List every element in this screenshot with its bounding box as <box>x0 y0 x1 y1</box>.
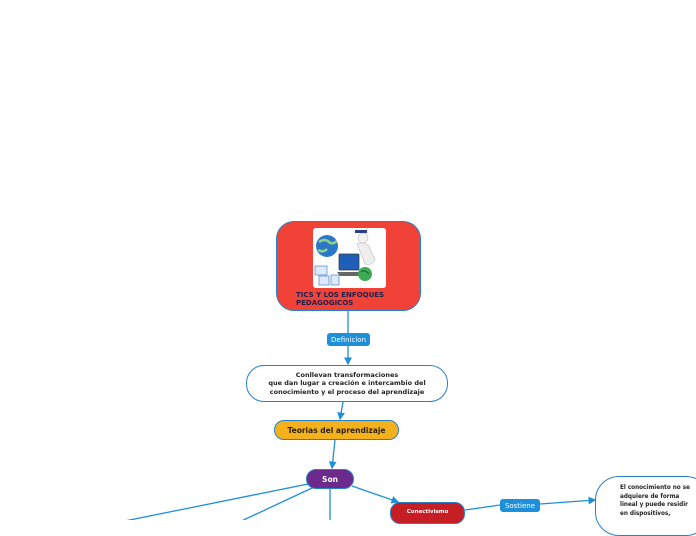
teorias-node[interactable]: Teorias del aprendizaje <box>274 420 399 440</box>
conocimiento-node[interactable]: El conocimiento no se adquiere de forma … <box>595 476 696 536</box>
connector-definition-teorias <box>337 401 345 421</box>
connector-son-mid-branch <box>242 487 313 520</box>
definition-node[interactable]: Conllevan transformaciones que dan lugar… <box>246 365 448 402</box>
connector-teorias-son <box>328 439 337 470</box>
connector-son-conectivismo <box>351 485 400 504</box>
connector-conectivismo-sostiene <box>464 504 501 511</box>
connector-layer <box>126 311 597 520</box>
edge-label-definicion[interactable]: Definicion <box>327 333 370 346</box>
globe-computer-icon <box>313 228 386 288</box>
edge-label-sostiene[interactable]: Sostiene <box>500 499 540 512</box>
connector-sostiene-conocimiento <box>539 496 597 505</box>
root-topic-label: TICS Y LOS ENFOQUES PEDAGOGICOS <box>296 291 385 307</box>
conectivismo-node[interactable]: Conectivismo <box>390 502 465 524</box>
connector-son-left-branch <box>126 483 309 520</box>
root-topic-node[interactable]: TICS Y LOS ENFOQUES PEDAGOGICOS <box>276 221 421 311</box>
son-node[interactable]: Son <box>306 469 354 489</box>
